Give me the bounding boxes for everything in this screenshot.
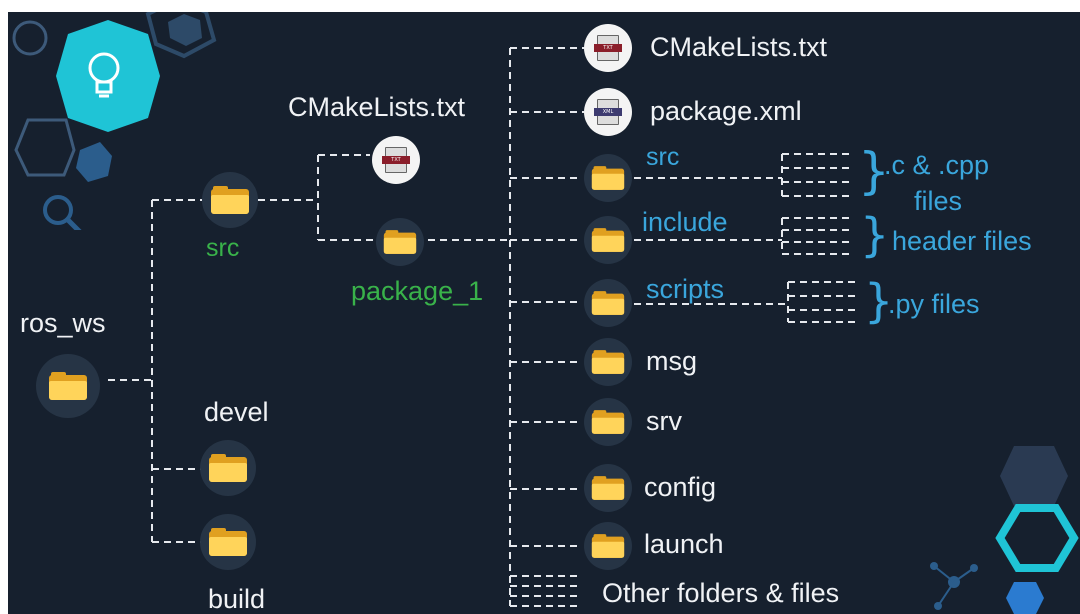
folder-build[interactable] (200, 514, 256, 570)
folder-pkg-msg[interactable] (584, 338, 632, 386)
folder-src[interactable] (202, 172, 258, 228)
label-pkg-src: src (646, 143, 680, 171)
folder-pkg-include[interactable] (584, 216, 632, 264)
folder-icon (211, 186, 249, 214)
txt-file-icon[interactable]: TXT (584, 24, 632, 72)
folder-icon (591, 166, 625, 190)
folder-pkg-launch[interactable] (584, 522, 632, 570)
folder-ros-ws[interactable] (36, 354, 100, 418)
decor-bottom-right (930, 446, 1079, 614)
folder-icon (209, 528, 247, 556)
note-py-files: .py files (888, 289, 980, 319)
label-pkg-scripts: scripts (646, 274, 725, 304)
folder-icon (591, 228, 625, 252)
folder-icon (383, 230, 417, 254)
label-package-1: package_1 (351, 276, 484, 306)
folder-pkg-scripts[interactable] (584, 279, 632, 327)
brace-py: } (864, 274, 894, 328)
label-src-cmakelists: CMakeLists.txt (288, 92, 466, 122)
decor-top-left (12, 12, 217, 230)
label-pkg-cmakelists: CMakeLists.txt (650, 32, 828, 62)
folder-icon (591, 476, 625, 500)
folder-devel[interactable] (200, 440, 256, 496)
label-pkg-config: config (644, 472, 717, 502)
label-pkg-msg: msg (646, 346, 698, 376)
label-ros-ws: ros_ws (20, 308, 106, 338)
folder-icon (49, 372, 87, 400)
brace-header: } (860, 208, 890, 262)
label-pkg-launch: launch (644, 529, 724, 559)
folder-pkg-config[interactable] (584, 464, 632, 512)
lightbulb-icon (86, 50, 122, 100)
connector-lines (108, 47, 858, 607)
folder-pkg-srv[interactable] (584, 398, 632, 446)
txt-file-icon[interactable]: TXT (372, 136, 420, 184)
label-package-xml: package.xml (650, 96, 802, 126)
note-cpp-files-line1: .c & .cpp (884, 150, 990, 180)
label-src: src (206, 234, 240, 262)
folder-icon (591, 350, 625, 374)
note-cpp-files-line2: files (914, 186, 963, 216)
label-build: build (208, 584, 266, 614)
brace-cpp: } (858, 142, 890, 200)
folder-package-1[interactable] (376, 218, 424, 266)
label-devel: devel (204, 397, 269, 427)
note-header-files: header files (892, 226, 1032, 256)
folder-icon (591, 291, 625, 315)
folder-icon (591, 534, 625, 558)
label-other-files: Other folders & files (602, 578, 840, 608)
xml-file-icon[interactable]: XML (584, 88, 632, 136)
label-pkg-srv: srv (646, 406, 682, 436)
label-pkg-include: include (642, 207, 728, 237)
folder-pkg-src[interactable] (584, 154, 632, 202)
folder-icon (209, 454, 247, 482)
folder-icon (591, 410, 625, 434)
diagram-canvas: ros_ws src devel build CMakeLists.txt TX… (8, 12, 1080, 614)
